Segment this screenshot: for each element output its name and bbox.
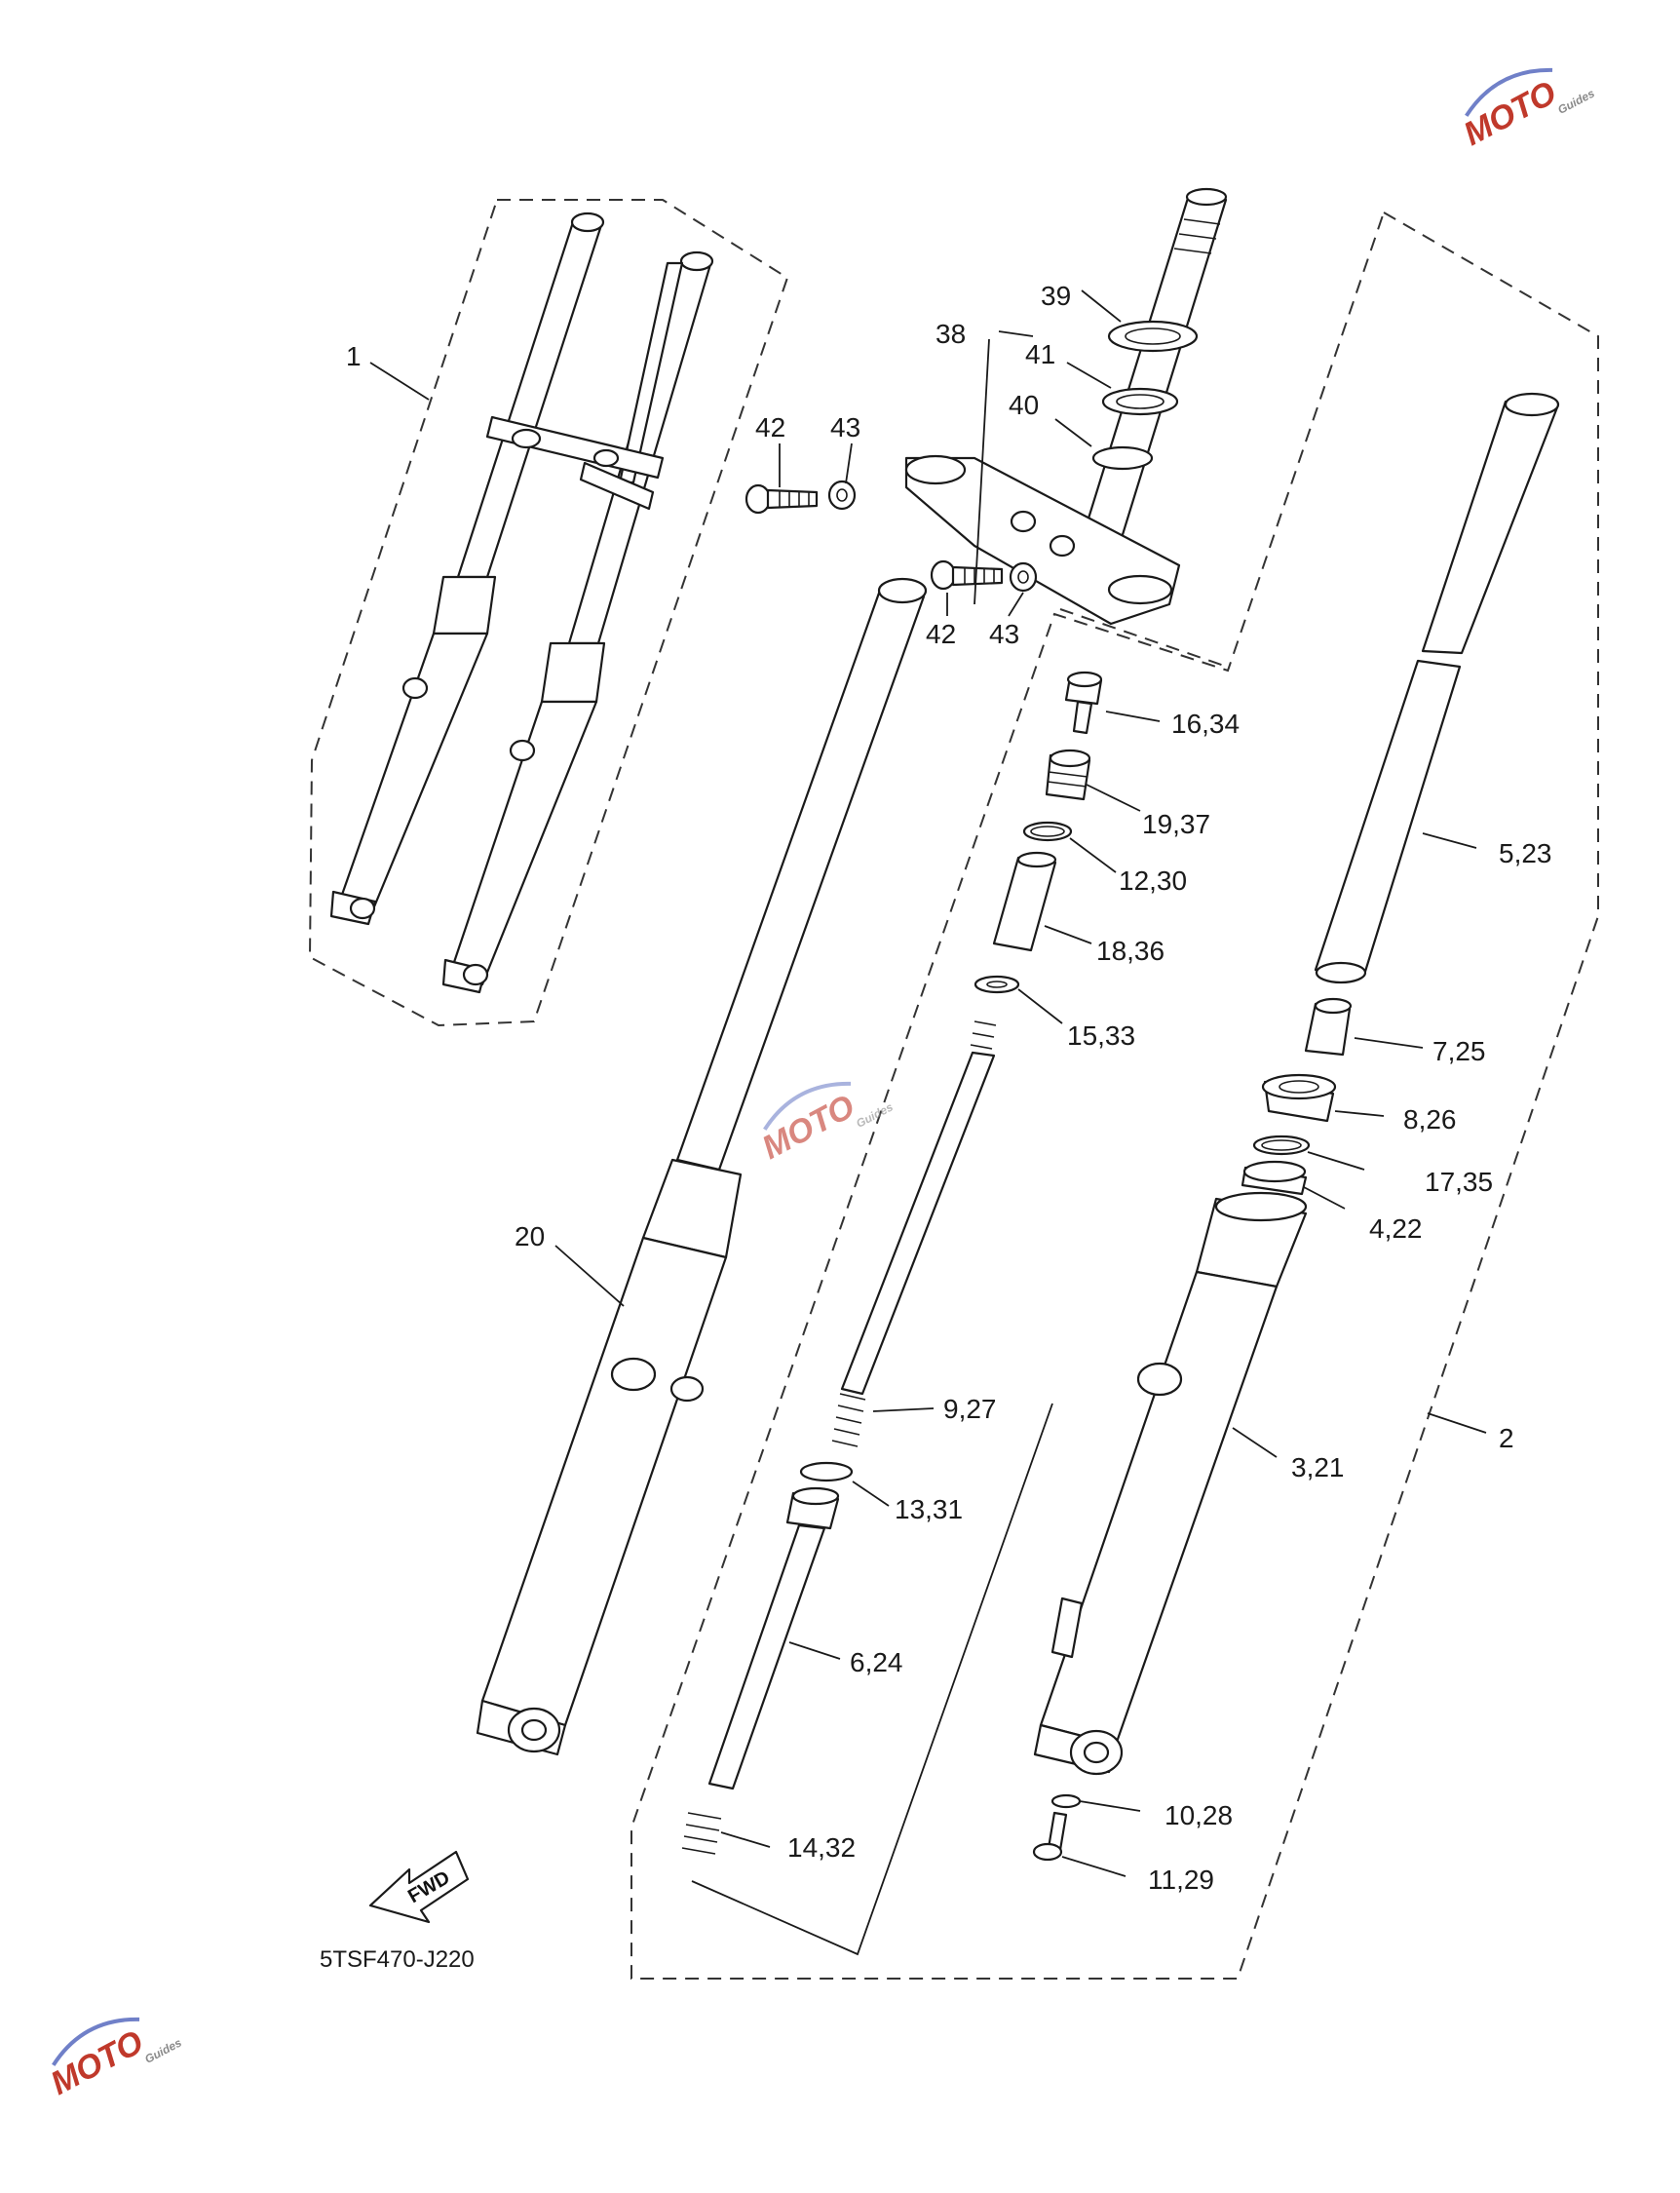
inner-tube-5-23 [1314,392,1560,984]
cap-bolt-19-37 [1045,749,1091,801]
fork-leg-20 [476,577,928,1756]
spacer-18-36 [992,851,1057,952]
svg-text:Guides: Guides [854,1099,896,1131]
label-3-21: 3,21 [1291,1452,1345,1482]
watermark-top-right: MOTO Guides [1458,67,1597,153]
label-17-35: 17,35 [1425,1167,1493,1197]
fork-spring-9-27 [831,1020,997,1447]
watermark-bottom-left: MOTO Guides [45,2017,184,2102]
svg-text:Guides: Guides [1555,86,1597,117]
label-6-24: 6,24 [850,1647,903,1677]
label-15-33: 15,33 [1067,1020,1135,1051]
oil-seal-4-22 [1241,1160,1308,1196]
label-2: 2 [1499,1423,1514,1453]
bolt-42-lower [930,559,1004,591]
upper-bearing-39 [1107,320,1199,353]
label-19-37: 19,37 [1142,809,1210,839]
gasket-10-28 [1050,1793,1082,1809]
bolt-16-34 [1064,671,1103,735]
label-16-34: 16,34 [1171,709,1240,739]
steering-stem-dashed-outline [1059,608,1231,669]
part-labels: 1 20 38 39 41 40 42 43 42 43 16,34 19,37… [346,281,1552,1895]
label-42-lower: 42 [926,619,956,649]
fork-assembly-1 [329,212,714,994]
label-5-23: 5,23 [1499,838,1552,868]
watermark-center: MOTO Guides [756,1081,896,1167]
steering-stem-38 [1082,187,1228,543]
label-14-32: 14,32 [787,1832,856,1863]
rebound-spring-14-32 [681,1812,722,1855]
damper-rod-6-24 [707,1486,840,1790]
label-43-lower: 43 [989,619,1019,649]
washer-15-33 [974,975,1020,994]
svg-text:MOTO: MOTO [45,2023,149,2102]
label-38: 38 [935,319,966,349]
label-39: 39 [1041,281,1071,311]
bolt-42-upper [745,483,819,515]
washer-43-lower [1009,561,1038,593]
label-11-29: 11,29 [1148,1865,1214,1895]
bearing-race-41 [1101,387,1179,416]
svg-text:Guides: Guides [142,2035,184,2066]
label-9-27: 9,27 [943,1394,997,1424]
outer-tube-3-21 [1033,1191,1308,1776]
o-ring-12-30 [1022,821,1073,842]
dust-seal-8-26 [1261,1073,1337,1123]
label-20: 20 [515,1221,545,1251]
label-1: 1 [346,341,362,371]
label-13-31: 13,31 [895,1494,963,1524]
label-8-26: 8,26 [1403,1104,1457,1135]
label-18-36: 18,36 [1096,936,1165,966]
assembly-2-dashed-outline [630,211,1599,1980]
bolt-11-29 [1032,1811,1068,1862]
oil-lock-piece-7-25 [1304,997,1353,1057]
diagram-code: 5TSF470-J220 [320,1946,475,1973]
leader-lines [369,289,1487,1956]
label-43-upper: 43 [830,412,860,442]
label-12-30: 12,30 [1119,866,1187,896]
bearing-40 [1091,445,1154,471]
label-7-25: 7,25 [1432,1036,1486,1066]
label-42-upper: 42 [755,412,785,442]
fwd-arrow-icon: FWD [368,1850,470,1924]
svg-text:MOTO: MOTO [756,1088,860,1167]
label-40: 40 [1009,390,1039,420]
clip-17-35 [1252,1135,1311,1156]
collar-13-31 [799,1461,854,1482]
label-41: 41 [1025,339,1055,369]
assembly-1-dashed-outline [308,199,789,1027]
label-4-22: 4,22 [1369,1213,1423,1244]
svg-text:MOTO: MOTO [1458,74,1562,153]
label-10-28: 10,28 [1165,1800,1233,1830]
lower-bracket [904,454,1181,626]
washer-43-upper [827,480,857,511]
